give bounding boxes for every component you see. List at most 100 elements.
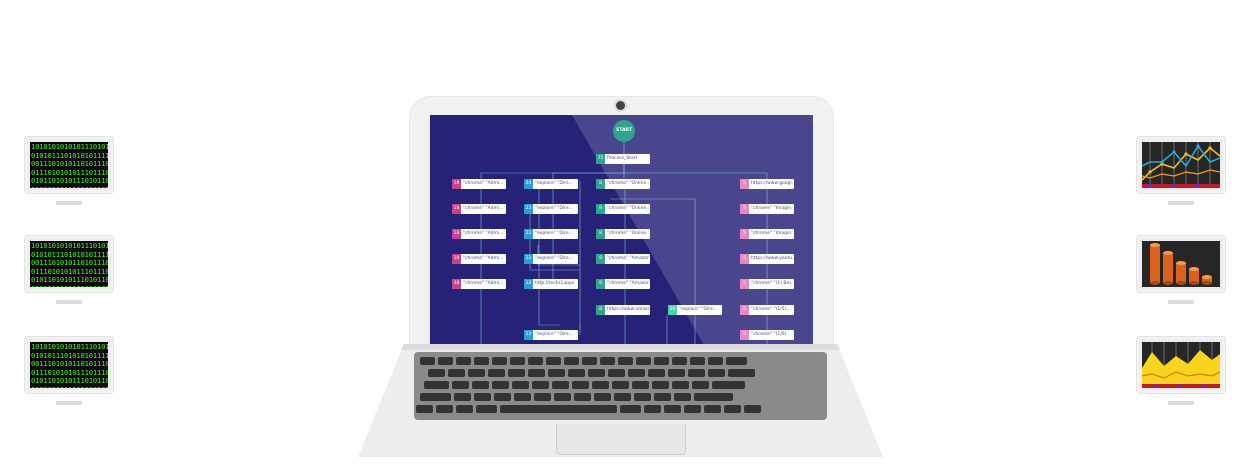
keyboard-key[interactable]: [672, 381, 689, 389]
keyboard-key[interactable]: [436, 405, 453, 413]
keyboard-key[interactable]: [420, 393, 451, 401]
keyboard-key[interactable]: [668, 369, 685, 377]
keyboard-key[interactable]: [608, 369, 625, 377]
flow-node[interactable]: 18"chrome" "Admi...: [452, 179, 506, 189]
keyboard-key[interactable]: [636, 357, 651, 365]
keyboard-key[interactable]: [534, 393, 551, 401]
flow-node[interactable]: 12"explore" "Dire...: [524, 330, 578, 340]
keyboard-key[interactable]: [652, 381, 669, 389]
flow-node[interactable]: 18"chrome" "Admi...: [452, 204, 506, 214]
keyboard-key[interactable]: [628, 369, 645, 377]
flow-node[interactable]: 5"chrome" "Imagin...: [740, 204, 794, 214]
keyboard-key[interactable]: [632, 381, 649, 389]
keyboard-key[interactable]: [654, 357, 669, 365]
keyboard-key[interactable]: [672, 357, 687, 365]
flow-node[interactable]: 5"chrome" "(1) Bm...: [740, 279, 794, 289]
keyboard-key[interactable]: [508, 369, 525, 377]
keyboard-key[interactable]: [494, 393, 511, 401]
keyboard-key[interactable]: [532, 381, 549, 389]
flow-node[interactable]: 18"chrome" "Admi...: [452, 254, 506, 264]
keyboard-key[interactable]: [438, 357, 453, 365]
keyboard-key[interactable]: [476, 405, 497, 413]
keyboard-key[interactable]: [664, 405, 681, 413]
flow-node[interactable]: 22"explore" "Dire...: [524, 229, 578, 239]
keyboard-key[interactable]: [468, 369, 485, 377]
flow-node[interactable]: 5"chrome" "Imagin...: [740, 229, 794, 239]
keyboard-key[interactable]: [456, 357, 471, 365]
keyboard-key[interactable]: [510, 357, 525, 365]
keyboard-key[interactable]: [488, 369, 505, 377]
flow-node[interactable]: 8"chrome" "Online...: [596, 229, 650, 239]
keyboard-key[interactable]: [724, 405, 741, 413]
flow-node[interactable]: 38"chrome" "Admi...: [452, 279, 506, 289]
keyboard-key[interactable]: [600, 357, 615, 365]
keyboard-key[interactable]: [582, 357, 597, 365]
flow-node[interactable]: 8"chrome" "Amazon...: [596, 254, 650, 264]
keyboard-key[interactable]: [708, 357, 723, 365]
flow-node[interactable]: 5"chrome" "(1/6)...: [740, 330, 794, 340]
flow-node[interactable]: 10"explore" "Dire...: [668, 305, 722, 315]
keyboard-key[interactable]: [568, 369, 585, 377]
keyboard-key[interactable]: [452, 381, 469, 389]
keyboard-key[interactable]: [726, 357, 747, 365]
keyboard-key[interactable]: [514, 393, 531, 401]
keyboard-key[interactable]: [612, 381, 629, 389]
keyboard-key[interactable]: [692, 381, 709, 389]
flow-node[interactable]: 5"chrome" "(1/5)...: [740, 305, 794, 315]
keyboard-key[interactable]: [644, 405, 661, 413]
keyboard-key[interactable]: [690, 357, 705, 365]
keyboard-key[interactable]: [528, 357, 543, 365]
keyboard-key[interactable]: [454, 393, 471, 401]
keyboard-key[interactable]: [548, 369, 565, 377]
keyboard-key[interactable]: [574, 393, 591, 401]
keyboard-key[interactable]: [564, 357, 579, 365]
keyboard-key[interactable]: [512, 381, 529, 389]
keyboard-key[interactable]: [634, 393, 651, 401]
keyboard-key[interactable]: [592, 381, 609, 389]
flow-node[interactable]: 8"chrome" "Online...: [596, 204, 650, 214]
keyboard-key[interactable]: [448, 369, 465, 377]
keyboard-key[interactable]: [694, 393, 733, 401]
keyboard-key[interactable]: [528, 369, 545, 377]
keyboard-key[interactable]: [572, 381, 589, 389]
keyboard-key[interactable]: [744, 405, 761, 413]
keyboard-key[interactable]: [588, 369, 605, 377]
keyboard-key[interactable]: [648, 369, 665, 377]
flow-node[interactable]: 8"chrome" "Online...: [596, 179, 650, 189]
keyboard-key[interactable]: [674, 393, 691, 401]
keyboard-key[interactable]: [614, 393, 631, 401]
keyboard-key[interactable]: [424, 381, 449, 389]
keyboard-key[interactable]: [684, 405, 701, 413]
keyboard-key[interactable]: [500, 405, 617, 413]
flow-node[interactable]: 22"explore" "Dire...: [524, 204, 578, 214]
keyboard-key[interactable]: [704, 405, 721, 413]
flow-node[interactable]: 22"explore" "Dire...: [524, 254, 578, 264]
keyboard-key[interactable]: [554, 393, 571, 401]
flow-node[interactable]: 18"chrome" "Admi...: [452, 229, 506, 239]
keyboard-key[interactable]: [492, 381, 509, 389]
keyboard-key[interactable]: [728, 369, 755, 377]
keyboard-key[interactable]: [712, 381, 745, 389]
flow-node[interactable]: 8"chrome" "Amazon...: [596, 279, 650, 289]
keyboard-key[interactable]: [620, 405, 641, 413]
keyboard-key[interactable]: [618, 357, 633, 365]
keyboard-key[interactable]: [594, 393, 611, 401]
keyboard-key[interactable]: [552, 381, 569, 389]
keyboard-key[interactable]: [688, 369, 705, 377]
keyboard-key[interactable]: [654, 393, 671, 401]
start-node[interactable]: START: [613, 120, 635, 142]
flow-node[interactable]: 44"explore" "Dire...: [524, 179, 578, 189]
keyboard-key[interactable]: [474, 393, 491, 401]
keyboard-key[interactable]: [456, 405, 473, 413]
keyboard-key[interactable]: [708, 369, 725, 377]
trackpad[interactable]: [556, 424, 686, 455]
keyboard-key[interactable]: [420, 357, 435, 365]
keyboard-key[interactable]: [416, 405, 433, 413]
keyboard-key[interactable]: [472, 381, 489, 389]
keyboard-key[interactable]: [546, 357, 561, 365]
